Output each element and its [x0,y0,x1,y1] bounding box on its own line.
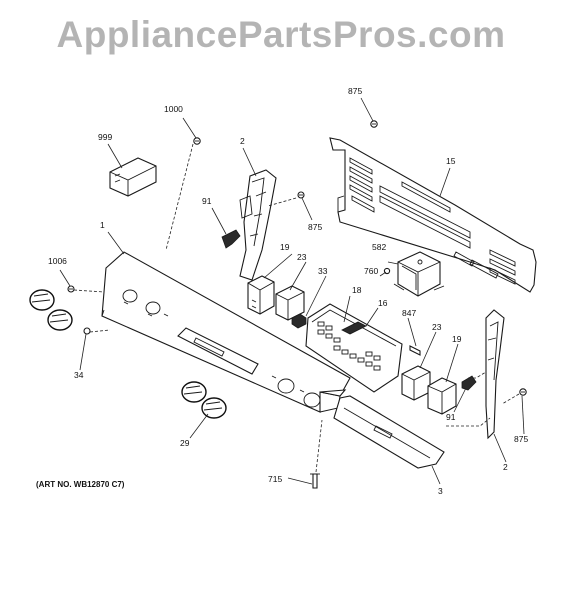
callout-19: 19 [452,334,462,344]
knob-lower-1 [181,381,207,403]
switch-part-23-right [401,365,431,401]
callout-715: 715 [268,474,282,484]
callout-34: 34 [74,370,84,380]
callout-3: 3 [438,486,443,496]
transformer-part-582 [393,251,445,297]
callout-875: 875 [348,86,362,96]
end-bracket-part-2-left [239,169,277,281]
package-part-999 [109,157,157,197]
switch-part-19-left [247,275,275,315]
callout-1: 1 [100,220,105,230]
callout-29: 29 [180,438,190,448]
screw-part-1006 [67,285,75,293]
callout-582: 582 [372,242,386,252]
alignment-lines [73,143,520,473]
callout-16: 16 [378,298,388,308]
knob-upper-left-1 [29,289,55,311]
callout-999: 999 [98,132,112,142]
callout-1006: 1006 [48,256,67,266]
callout-23: 23 [297,252,307,262]
site-watermark: AppliancePartsPros.com [56,14,506,55]
clip-part-91-left [221,229,241,249]
knob-upper-left-2 [47,309,73,331]
keypad-buttons [317,321,381,371]
knobs-part-29 [29,289,227,419]
spacer-part-33 [291,313,307,329]
callout-875: 875 [514,434,528,444]
callout-91: 91 [446,412,456,422]
control-board-part-16 [305,303,403,393]
callout-875: 875 [308,222,322,232]
panel-vent-slots [349,157,516,285]
back-panel-part-15 [329,137,537,293]
callout-labels: 1000 875 999 2 15 91 875 1 582 760 1006 … [48,86,528,496]
control-panel-part-1 [101,251,351,413]
screw-part-715 [310,473,320,489]
screw-part-1000 [193,137,201,145]
light-part-34 [83,327,91,335]
switch-part-19-right [427,377,457,415]
clip-part-91-right [461,375,477,391]
callout-760: 760 [364,266,378,276]
screw-part-875-mid [297,191,305,199]
screw-part-875-right [519,388,527,396]
callout-2: 2 [240,136,245,146]
callout-847: 847 [402,308,416,318]
callout-23: 23 [432,322,442,332]
leader-lines [59,97,525,485]
art-number-label: (ART NO. WB12870 C7) [36,480,125,489]
end-bracket-part-2-right [485,309,505,440]
knob-lower-2 [201,397,227,419]
callout-18: 18 [352,285,362,295]
callout-2: 2 [503,462,508,472]
screw-part-875-top [370,120,378,128]
screw-part-847 [409,345,421,356]
trim-strip-part-3 [333,395,445,469]
callout-1000: 1000 [164,104,183,114]
callout-33: 33 [318,266,328,276]
callout-19: 19 [280,242,290,252]
callout-91: 91 [202,196,212,206]
callout-15: 15 [446,156,456,166]
